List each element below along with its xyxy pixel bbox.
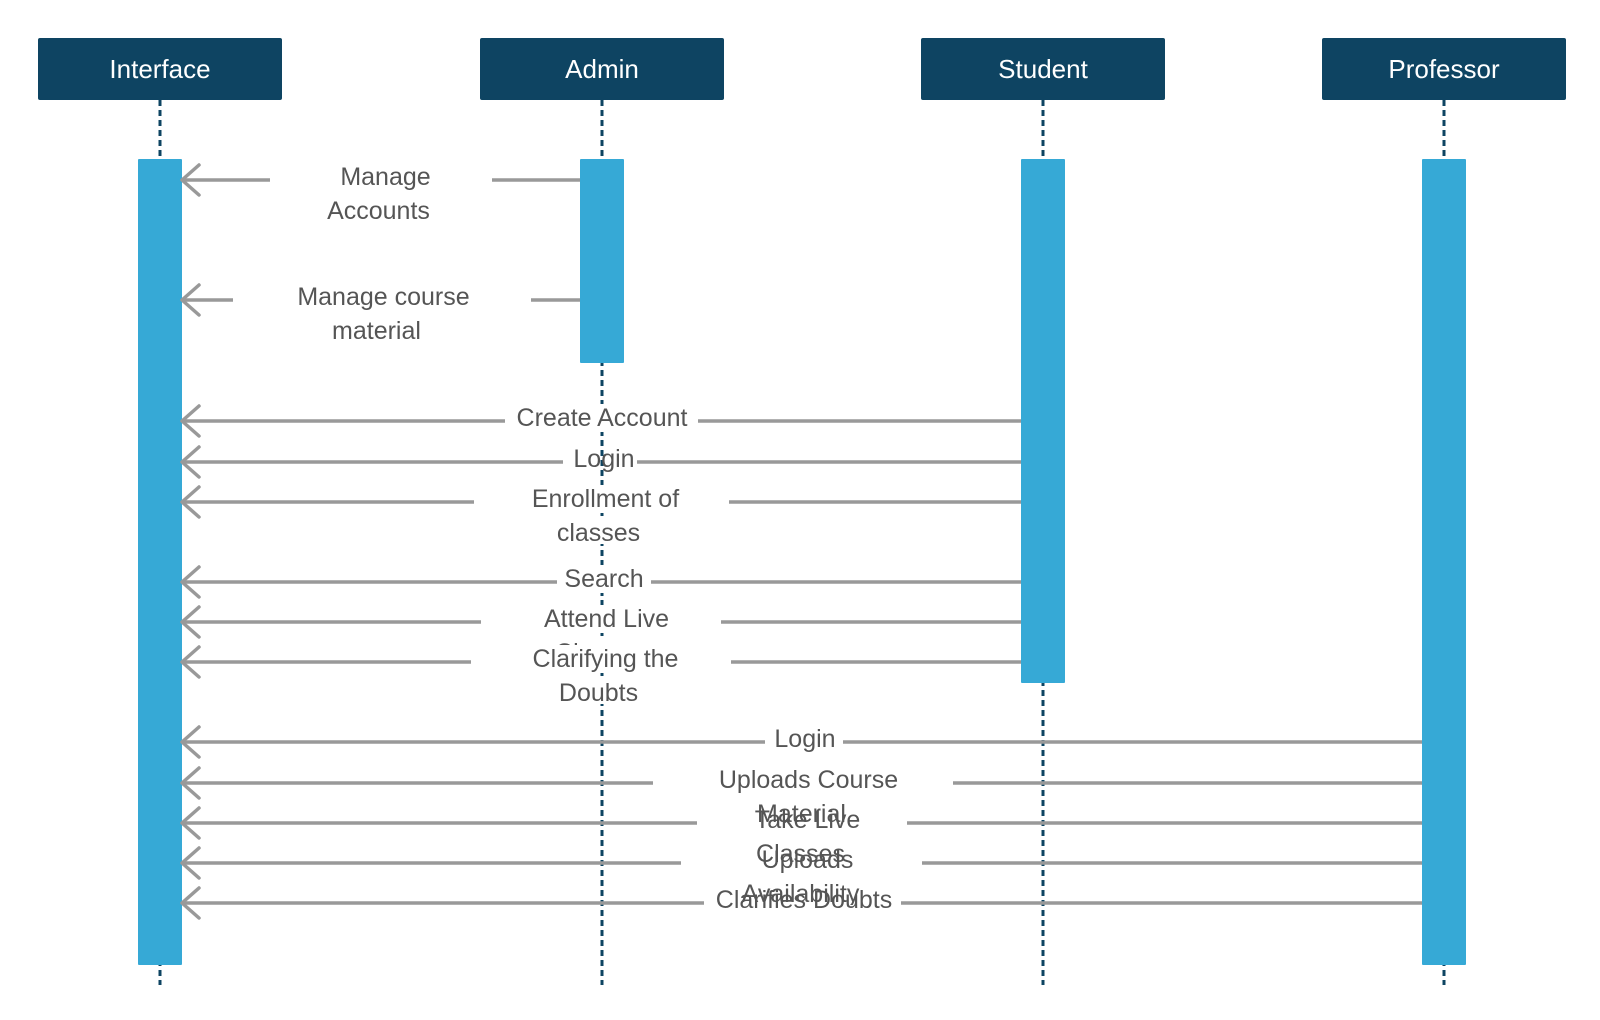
actor-label-admin: Admin — [565, 53, 639, 84]
message-arrow-7 — [180, 605, 1021, 639]
message-arrow-11 — [180, 806, 1422, 840]
activation-bar-student — [1021, 159, 1065, 683]
activation-bar-professor — [1422, 159, 1466, 965]
message-arrow-6 — [180, 565, 1021, 599]
actor-label-student: Student — [998, 53, 1088, 84]
message-arrow-13 — [180, 886, 1422, 920]
activation-bar-admin — [580, 159, 624, 363]
message-arrow-9 — [180, 725, 1422, 759]
message-arrow-8 — [180, 645, 1021, 679]
message-arrow-12 — [180, 846, 1422, 880]
actor-label-interface: Interface — [109, 53, 211, 84]
message-arrow-4 — [180, 445, 1021, 479]
activation-bar-interface — [138, 159, 182, 965]
actor-box-student: Student — [921, 38, 1165, 100]
actor-box-professor: Professor — [1322, 38, 1566, 100]
message-arrow-2 — [180, 283, 580, 317]
actor-box-interface: Interface — [38, 38, 282, 100]
actor-label-professor: Professor — [1388, 53, 1500, 84]
message-arrow-1 — [180, 163, 580, 197]
message-arrow-3 — [180, 404, 1021, 438]
actor-box-admin: Admin — [480, 38, 724, 100]
message-arrow-5 — [180, 485, 1021, 519]
message-arrow-10 — [180, 766, 1422, 800]
